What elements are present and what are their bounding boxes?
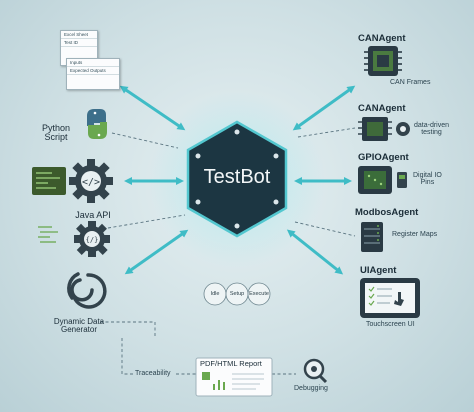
- java-gear-icon: {/}: [74, 221, 110, 257]
- gpio-chip-icon: [358, 166, 392, 194]
- hub-title: TestBot: [203, 166, 271, 188]
- touchscreen-ui-label: Touchscreen UI: [366, 321, 415, 328]
- arrow-doc-link: [119, 85, 186, 131]
- debugging-label: Debugging: [294, 385, 328, 392]
- modbus-agent-label: ModbosAgent: [355, 207, 419, 218]
- gpio-pin-icon: [397, 172, 407, 188]
- report-document-icon: [195, 357, 273, 397]
- badge-idle: Idle: [210, 291, 220, 297]
- arrow-java-link: [124, 229, 189, 275]
- dash-python: [111, 132, 179, 149]
- can-agent-2-label: CANAgent: [358, 103, 406, 114]
- report-label: PDF/HTML Report: [200, 359, 262, 368]
- badge-execute: Execute: [249, 291, 269, 297]
- badge-setup: Setup: [229, 291, 245, 297]
- data-driven-testing-label: data-driven testing: [414, 122, 450, 137]
- hexagon-vertex-dots: [195, 129, 279, 229]
- python-script-label: Python Script: [41, 123, 71, 143]
- code-gear-icon: </>: [69, 159, 113, 203]
- touchscreen-tablet-icon: [360, 278, 420, 318]
- java-api-label: Java API: [75, 210, 111, 220]
- traceability-label: Traceability: [135, 370, 171, 377]
- gpio-agent-label: GPIOAgent: [358, 152, 409, 163]
- dynamic-generator-label: Dynamic Data Generator: [53, 317, 105, 335]
- dash-java: [107, 214, 186, 229]
- can-testing-chip-icon: [358, 117, 392, 141]
- can-chip-icon: [364, 46, 402, 76]
- doc-row-expected: Expected Outputs: [67, 67, 119, 75]
- python-icon: [87, 109, 107, 139]
- dash-trace-left: [121, 338, 134, 375]
- arrow-can-link: [292, 85, 356, 131]
- dash-can2: [297, 127, 356, 138]
- spec-document-front: Inputs Expected Outputs: [66, 58, 120, 90]
- digital-io-label: Digital IO Pins: [413, 172, 442, 187]
- code-window-icon: [32, 167, 66, 195]
- server-rack-icon: [361, 222, 383, 252]
- debug-magnifier-icon: [303, 358, 328, 384]
- dash-generator: [100, 321, 156, 338]
- data-generator-icon: [67, 272, 107, 309]
- doc-row-excel: Excel Sheet: [61, 31, 97, 39]
- state-badges: [203, 282, 271, 306]
- can-agent-label: CANAgent: [358, 33, 406, 44]
- can-frames-label: CAN Frames: [390, 79, 431, 86]
- doc-row-inputs: Inputs: [67, 59, 119, 67]
- arrow-ui-link: [286, 229, 344, 275]
- doc-row-testid: Test ID: [61, 39, 97, 47]
- register-maps-label: Register Maps: [392, 231, 438, 238]
- testing-gear-icon: [396, 122, 410, 136]
- svg-text:{/}: {/}: [86, 236, 99, 244]
- dash-modbus: [294, 221, 356, 237]
- testbot-hexagon: [186, 120, 288, 238]
- java-code-icon: [38, 226, 58, 243]
- ui-agent-label: UIAgent: [360, 265, 397, 276]
- svg-text:</>: </>: [82, 177, 100, 188]
